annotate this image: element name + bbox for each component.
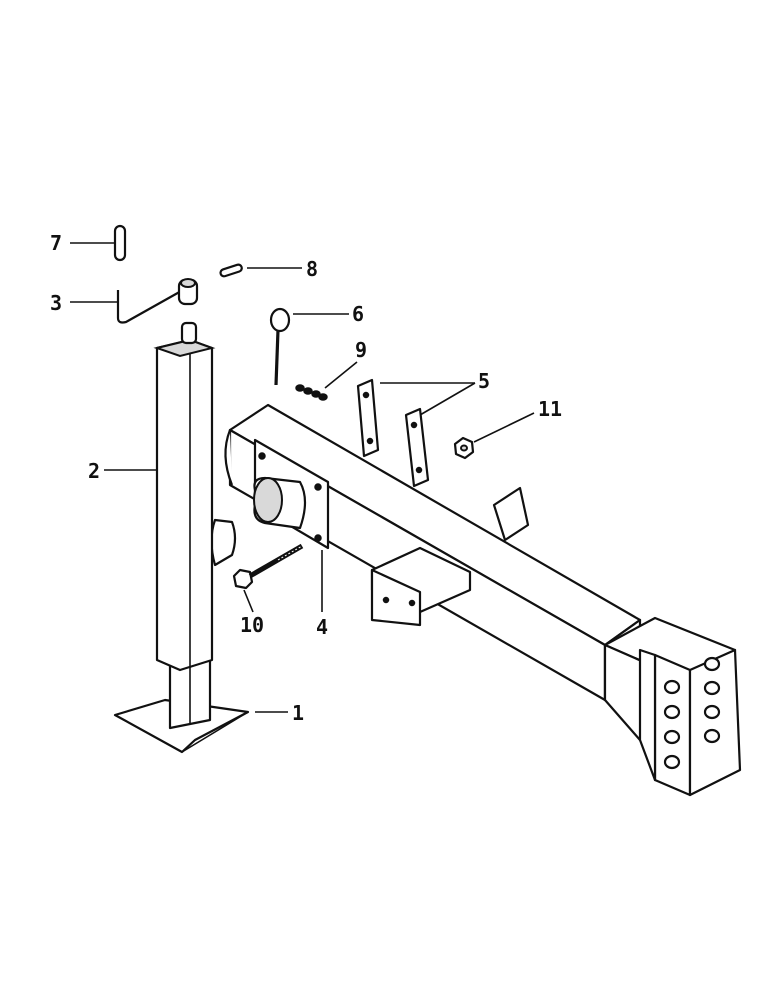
bracket-hole: [382, 596, 390, 604]
clip-link: [311, 390, 321, 398]
spacer-hole: [410, 421, 418, 429]
clevis-web: [638, 648, 657, 782]
spacer-hole: [415, 466, 423, 474]
callout-10: 10: [240, 613, 264, 637]
clevis-hole: [663, 679, 681, 695]
jack-stand: [113, 321, 250, 754]
clevis-hole: [703, 728, 721, 744]
callout-6: 6: [352, 302, 364, 326]
under-bracket: [370, 486, 530, 627]
mount-plate-with-tube: [210, 438, 330, 567]
tube-stub: [210, 518, 237, 567]
spacer-hole: [362, 391, 370, 399]
bracket-hole: [408, 599, 416, 607]
mount-plate-hole: [314, 534, 322, 542]
bracket-plate: [370, 568, 422, 627]
jack-cap: [153, 338, 216, 358]
jack-top-stud: [180, 321, 198, 345]
bolt-shank: [248, 543, 304, 579]
crank-socket-bore: [180, 278, 196, 288]
callout-2: 2: [88, 459, 100, 483]
leader-5-b: [419, 382, 476, 416]
clevis-plate-side: [688, 648, 742, 797]
callout-8: 8: [306, 257, 318, 281]
clevis-hole: [703, 656, 721, 672]
leader-10: [243, 589, 254, 613]
spacer-plate-right: [404, 407, 430, 488]
leader-lines: [70, 242, 535, 713]
clevis-hole: [703, 680, 721, 696]
eye-pin-shank: [274, 329, 280, 386]
callout-9: 9: [355, 338, 367, 362]
nut-bore: [460, 444, 468, 452]
clip-link: [295, 384, 305, 392]
foot-pad-edge: [114, 711, 249, 753]
beam-break-line: [224, 429, 234, 486]
callout-3: 3: [50, 291, 62, 315]
clevis-hole: [663, 729, 681, 745]
roll-pin: [219, 263, 243, 278]
crank-bend: [116, 289, 184, 324]
clevis-end: [603, 616, 742, 797]
clip-link: [318, 393, 328, 401]
mount-plate-hole: [258, 452, 266, 460]
hex-bolt: [232, 543, 304, 590]
callout-7: 7: [50, 231, 62, 255]
eye-pin: [269, 307, 291, 386]
clevis-hole: [703, 704, 721, 720]
handle-knob: [113, 224, 127, 262]
callout-labels: 7 3 8 6 9 5 11 2 1 10 4: [50, 231, 562, 725]
mount-plate-hole: [314, 483, 322, 491]
jack-outer-tube: [155, 338, 214, 672]
bolt-head: [232, 568, 254, 590]
leader-9: [324, 361, 358, 389]
callout-4: 4: [316, 615, 328, 639]
clevis-hole: [663, 754, 681, 770]
crank-handle: [116, 278, 199, 324]
pin-clip: [295, 384, 328, 401]
rear-gusset: [492, 486, 530, 542]
callout-5: 5: [478, 369, 490, 393]
mount-tube-bore: [253, 477, 283, 523]
leader-11: [473, 412, 535, 443]
hex-nut: [453, 436, 475, 460]
spacer-plates: [356, 378, 430, 488]
bolt-thread: [277, 545, 303, 561]
spacer-hole: [366, 437, 374, 445]
clevis-plate-front: [653, 653, 692, 797]
clevis-hole: [663, 704, 681, 720]
clip-link: [303, 387, 313, 395]
callout-11: 11: [538, 397, 562, 421]
spacer-plate-left: [356, 378, 380, 458]
eye-pin-ring: [269, 307, 291, 333]
clevis-holes: [663, 656, 721, 770]
callout-1: 1: [292, 701, 304, 725]
